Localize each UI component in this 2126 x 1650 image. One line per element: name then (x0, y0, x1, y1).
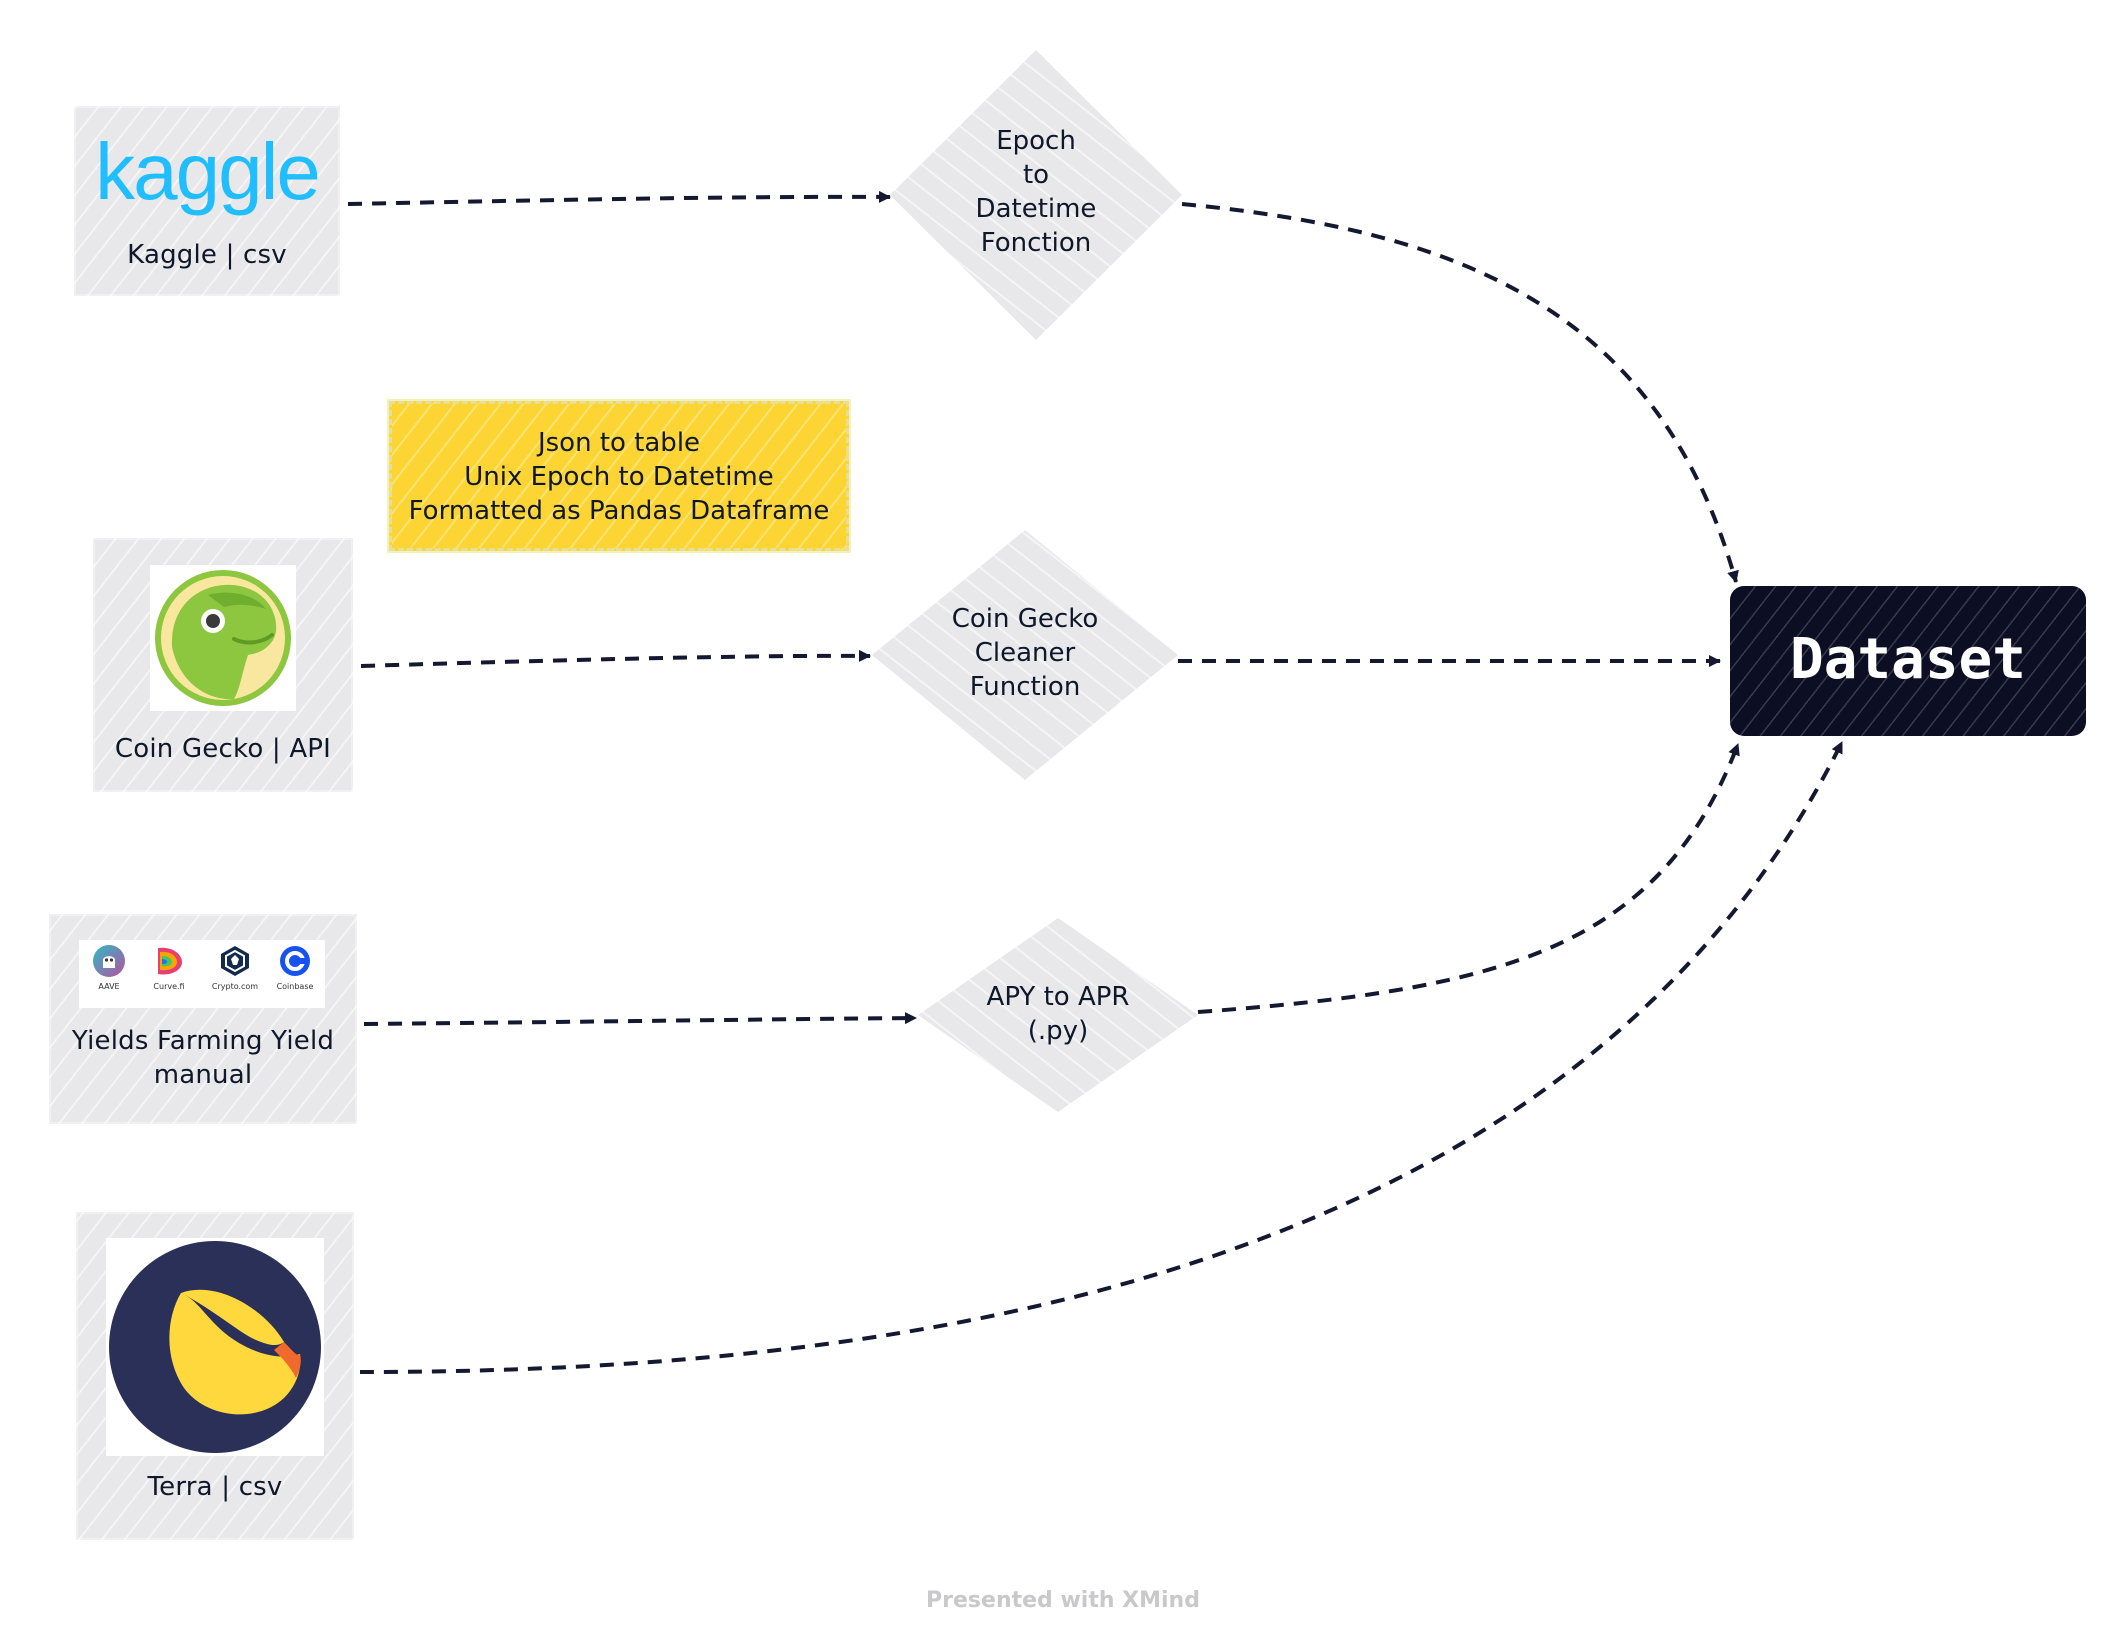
terra-luna-icon (109, 1241, 321, 1453)
apy-diamond-label: APY to APR (.py) (986, 982, 1130, 1046)
terra-logo-box (106, 1238, 324, 1456)
dataset-node[interactable]: Dataset (1730, 586, 2086, 736)
curve-icon (158, 947, 182, 975)
coingecko-note: Json to table Unix Epoch to Datetime For… (387, 399, 851, 553)
kaggle-source-card[interactable]: kaggle Kaggle | csv (74, 106, 340, 296)
cleaner-diamond-label: Coin Gecko Cleaner Function (951, 604, 1099, 702)
curve-logo: Curve.fi (143, 944, 195, 992)
cryptocom-logo: Crypto.com (207, 944, 263, 992)
terra-source-label: Terra | csv (147, 1472, 283, 1502)
cleaner-diamond-shape (872, 530, 1178, 780)
epoch-diamond-label: Epoch to Datetime Fonction (975, 126, 1097, 258)
apy-to-apr-diamond[interactable]: APY to APR (.py) (918, 918, 1198, 1112)
aave-caption: AAVE (98, 982, 120, 991)
yields-source-label: Yields Farming Yield manual (71, 1026, 335, 1090)
epoch-diamond-shape (890, 50, 1182, 340)
connector-epoch-to-dataset (1181, 202, 1739, 583)
connector-apy-to-dataset (1197, 743, 1740, 1014)
epoch-to-datetime-diamond[interactable]: Epoch to Datetime Fonction (890, 50, 1182, 340)
dataset-label: Dataset (1789, 627, 2026, 692)
coinbase-icon (280, 946, 310, 976)
curve-caption: Curve.fi (153, 982, 185, 991)
coingecko-logo-box (150, 565, 296, 711)
coingecko-source-card[interactable]: Coin Gecko | API (93, 538, 353, 792)
yields-logos-strip: AAVE Curve.fi Crypto.com (79, 940, 325, 1008)
coinbase-caption: Coinbase (276, 982, 314, 991)
coingecko-cleaner-diamond[interactable]: Coin Gecko Cleaner Function (872, 530, 1178, 780)
cryptocom-icon (221, 946, 249, 976)
note-line-3: Formatted as Pandas Dataframe (408, 496, 830, 526)
cryptocom-caption: Crypto.com (211, 982, 259, 991)
connector-terra-to-dataset (359, 741, 1844, 1374)
terra-source-card[interactable]: Terra | csv (76, 1212, 354, 1540)
yields-source-card[interactable]: AAVE Curve.fi Crypto.com (49, 914, 357, 1124)
kaggle-logo: kaggle (95, 127, 321, 216)
kaggle-source-label: Kaggle | csv (127, 240, 287, 270)
aave-logo: AAVE (83, 944, 135, 992)
coinbase-logo: Coinbase (269, 944, 321, 992)
connector-kaggle-to-epoch (347, 190, 891, 206)
note-line-1: Json to table (537, 428, 701, 458)
note-line-2: Unix Epoch to Datetime (464, 462, 774, 492)
connector-coingecko-to-cleaner (360, 649, 871, 668)
aave-icon (93, 945, 125, 977)
coingecko-source-label: Coin Gecko | API (114, 734, 332, 764)
coingecko-gecko-icon (155, 570, 291, 706)
apy-diamond-shape (918, 918, 1198, 1112)
xmind-footer: Presented with XMind (926, 1588, 1200, 1613)
connector-yields-to-apy (363, 1012, 917, 1026)
